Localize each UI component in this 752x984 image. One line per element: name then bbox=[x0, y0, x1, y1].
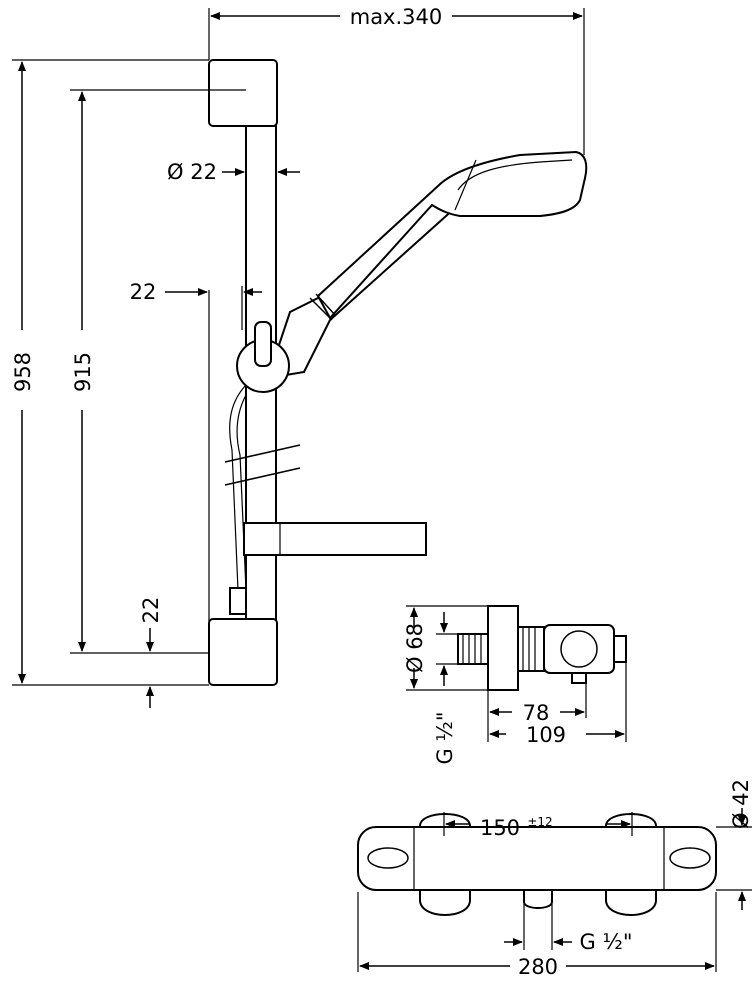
connector-outlet bbox=[571, 672, 587, 684]
dim-connector-diameter: Ø 68 bbox=[403, 623, 427, 673]
dim-holder-offset: 22 bbox=[130, 280, 157, 304]
dim-outlet-thread: G ½" bbox=[580, 930, 633, 954]
slider-lever bbox=[254, 321, 272, 367]
bottom-wall-bracket bbox=[208, 618, 278, 686]
thermostat-left-cap bbox=[367, 847, 409, 869]
thermostat-body: 150 ±12 Ø 42 G ½" 280 bbox=[357, 779, 752, 979]
dim-rail-height: 915 bbox=[71, 352, 95, 392]
hose-connector bbox=[229, 587, 247, 615]
hand-shower-head bbox=[316, 150, 588, 320]
thermostat-right-cap bbox=[669, 847, 711, 869]
dim-centres-value: 150 bbox=[480, 816, 520, 840]
thermostat-outlet bbox=[523, 889, 553, 909]
dim-total-height: 958 bbox=[11, 352, 35, 392]
top-wall-bracket bbox=[208, 59, 278, 127]
dim-rail-diameter: Ø 22 bbox=[167, 160, 217, 184]
rail-dimensions: max.340 Ø 22 22 958 915 22 bbox=[11, 5, 585, 708]
dim-max-reach: max.340 bbox=[350, 5, 443, 29]
connector-nut bbox=[517, 626, 545, 672]
dim-connector-thread: G ½" bbox=[433, 712, 457, 765]
soap-dish bbox=[243, 522, 427, 556]
connector-detail: Ø 68 G ½" 78 109 bbox=[403, 605, 627, 765]
dim-connector-depth-78: 78 bbox=[523, 701, 550, 725]
connector-end bbox=[613, 635, 627, 663]
connector-elbow-bore bbox=[560, 630, 598, 668]
shower-rail-set bbox=[208, 59, 588, 686]
connector-elbow bbox=[543, 624, 615, 674]
dim-connector-depth-109: 109 bbox=[526, 723, 566, 747]
dim-bracket-height: 22 bbox=[139, 597, 163, 624]
dim-body-diameter: Ø 42 bbox=[729, 779, 752, 829]
break-mark bbox=[224, 444, 301, 463]
connector-escutcheon bbox=[487, 605, 519, 691]
shower-hose bbox=[229, 384, 247, 591]
dim-body-width: 280 bbox=[518, 955, 558, 979]
thermostat-main-body bbox=[357, 826, 717, 891]
dim-centres-tolerance: ±12 bbox=[527, 815, 552, 829]
